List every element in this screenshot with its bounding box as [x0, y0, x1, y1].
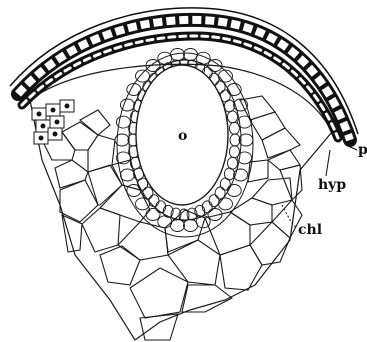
ring-cell — [158, 52, 172, 64]
epidermis-label: p — [358, 142, 367, 158]
chlorenchyma-label: chl — [298, 222, 322, 238]
cavity-label: o — [178, 128, 187, 144]
hypodermis-label: hyp — [318, 177, 346, 193]
